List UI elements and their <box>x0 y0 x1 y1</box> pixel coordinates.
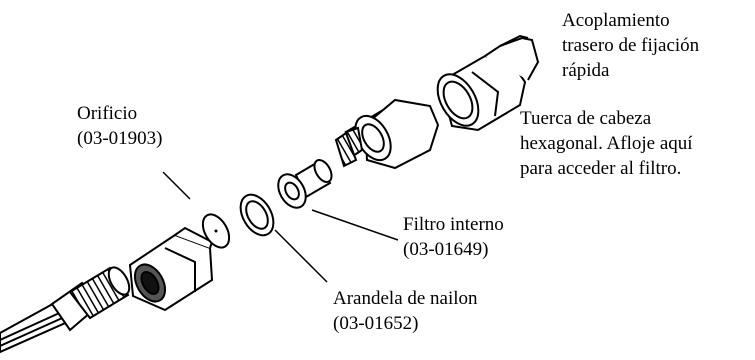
threaded-connector-part <box>50 266 131 332</box>
coupling-label-line1: Acoplamiento <box>562 10 670 31</box>
washer-leader-line <box>274 229 328 283</box>
washer-label: Arandela de nailon (03-01652) <box>333 286 478 336</box>
hex-nut-label: Tuerca de cabeza hexagonal. Afloje aquí … <box>520 106 693 181</box>
orifice-leader-line <box>162 171 191 200</box>
orifice-label-line2: (03-01903) <box>77 128 163 149</box>
coupling-label-line2: trasero de fijación <box>562 35 700 56</box>
coupling-label: Acoplamiento trasero de fijación rápida <box>562 8 699 83</box>
hex-nut-label-line3: para acceder al filtro. <box>520 158 682 179</box>
filter-label: Filtro interno (03-01649) <box>403 212 504 262</box>
washer-label-line2: (03-01652) <box>333 313 419 334</box>
orifice-label: Orificio (03-01903) <box>77 101 162 151</box>
filter-label-line2: (03-01649) <box>403 239 489 260</box>
middle-hex-nut-part <box>334 98 440 170</box>
filter-leader-line <box>311 209 399 241</box>
hex-nut-label-line1: Tuerca de cabeza <box>520 108 652 129</box>
filter-label-line1: Filtro interno <box>403 214 504 235</box>
washer-label-line1: Arandela de nailon <box>333 288 478 309</box>
hex-nut-label-line2: hexagonal. Afloje aquí <box>520 133 693 154</box>
nylon-washer-part <box>239 193 275 237</box>
rear-coupling-part <box>436 34 540 132</box>
internal-filter-part <box>277 159 333 209</box>
orifice-disc-part <box>201 213 231 249</box>
orifice-label-line1: Orificio <box>77 103 138 124</box>
front-hex-nut-part <box>128 226 214 312</box>
coupling-label-line3: rápida <box>562 60 610 81</box>
